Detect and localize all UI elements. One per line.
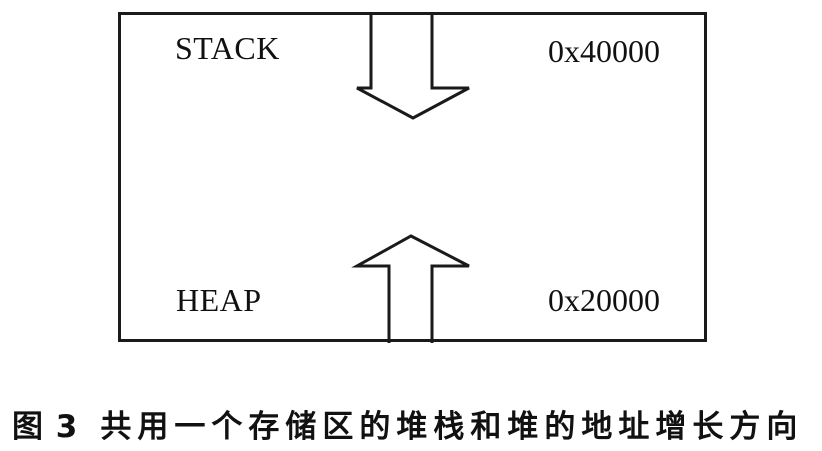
figure-caption-text: 共用一个存储区的堆栈和堆的地址增长方向 [100, 409, 804, 445]
figure-number: 图 3 [12, 409, 79, 445]
figure-caption: 图 3 共用一个存储区的堆栈和堆的地址增长方向 [12, 401, 803, 446]
heap-address: 0x20000 [548, 282, 660, 318]
stack-label: STACK [175, 30, 280, 66]
heap-label: HEAP [176, 282, 262, 318]
stack-address: 0x40000 [548, 33, 660, 69]
